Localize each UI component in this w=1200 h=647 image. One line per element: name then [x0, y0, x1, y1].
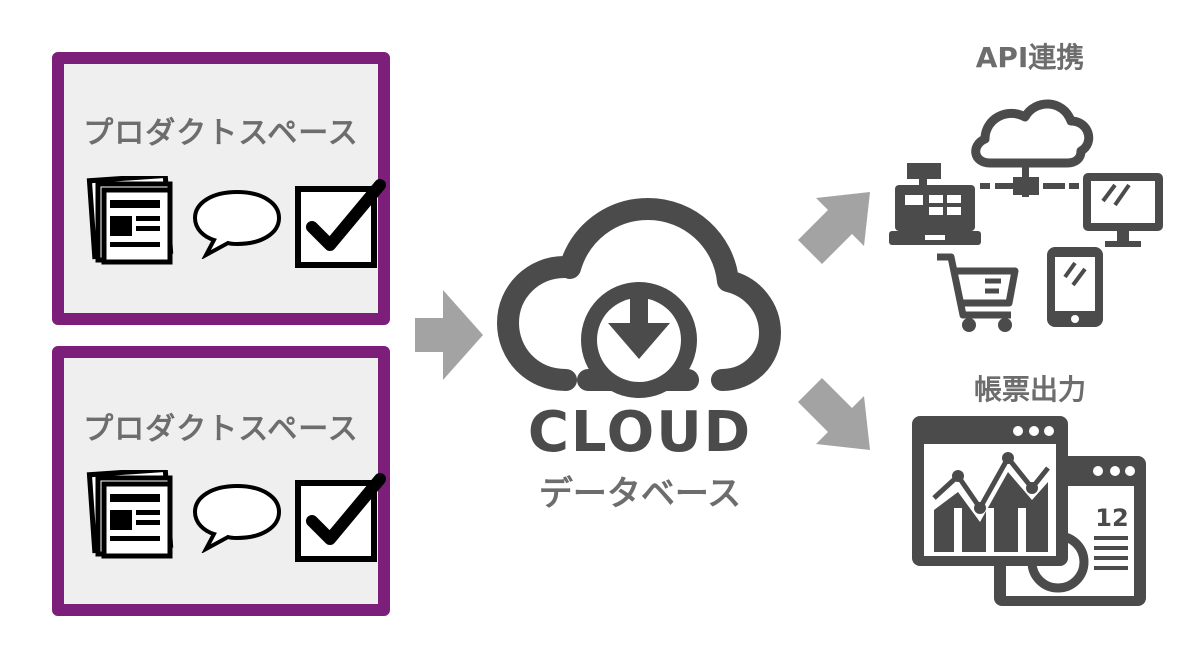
product-space-box-2: プロダクトスペース [52, 346, 390, 616]
arrow-right-icon [415, 290, 483, 380]
api-network-icon [889, 99, 1163, 332]
arrow-down-right-icon [798, 378, 870, 450]
product-space-box-1: プロダクトスペース [52, 52, 390, 325]
calendar-day-text: 12 [1095, 504, 1128, 532]
checkbox-checked-icon [295, 179, 386, 268]
api-integration-label: API連携 [975, 41, 1085, 74]
cloud-subtitle: データベース [538, 474, 742, 514]
product-space-title: プロダクトスペース [83, 116, 359, 151]
cloud-title: CLOUD [527, 400, 753, 465]
arrow-up-right-icon [798, 192, 870, 264]
cash-register-icon [889, 163, 981, 245]
chart-window-icon [912, 416, 1068, 566]
newspaper-icon [86, 176, 174, 265]
cloud-icon [971, 99, 1094, 168]
cloud-download-icon [497, 198, 781, 398]
smartphone-icon [1047, 247, 1103, 327]
newspaper-icon [86, 470, 174, 559]
speech-bubble-icon [192, 483, 282, 553]
checkbox-checked-icon [295, 473, 386, 562]
report-chart-icon: 12 [912, 416, 1146, 606]
shopping-cart-icon [937, 253, 1019, 332]
product-space-title: プロダクトスペース [83, 412, 359, 447]
monitor-icon [1083, 173, 1163, 247]
speech-bubble-icon [192, 189, 282, 259]
report-output-label: 帳票出力 [973, 373, 1086, 406]
